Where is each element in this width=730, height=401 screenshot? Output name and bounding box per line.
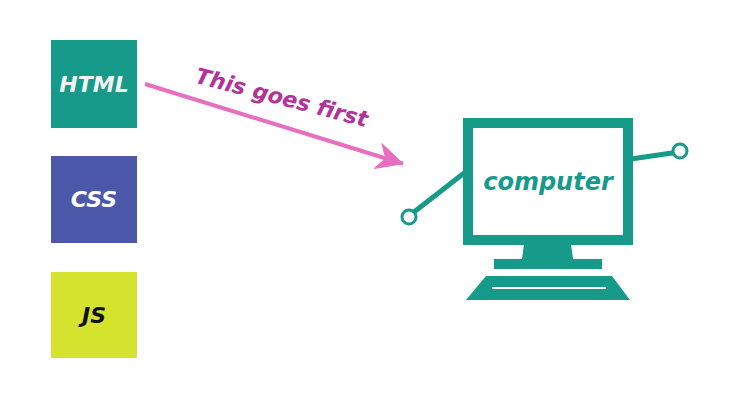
node-label: computer (483, 168, 613, 196)
right-hand (673, 144, 687, 158)
js-box: JS (51, 272, 137, 358)
html-box: HTML (51, 40, 137, 128)
monitor-base (494, 259, 602, 269)
left-arm (414, 170, 468, 212)
keyboard-stripe (492, 287, 606, 289)
node-label: HTML (59, 72, 128, 97)
arrow-label: This goes first (190, 62, 374, 133)
arrow-head (374, 144, 403, 169)
keyboard (466, 276, 630, 300)
css-box: CSS (51, 156, 137, 243)
left-hand (402, 210, 416, 224)
monitor-neck (522, 244, 573, 259)
node-label: JS (82, 303, 106, 328)
node-label: CSS (71, 187, 117, 212)
computer-screen: computer (463, 118, 633, 245)
